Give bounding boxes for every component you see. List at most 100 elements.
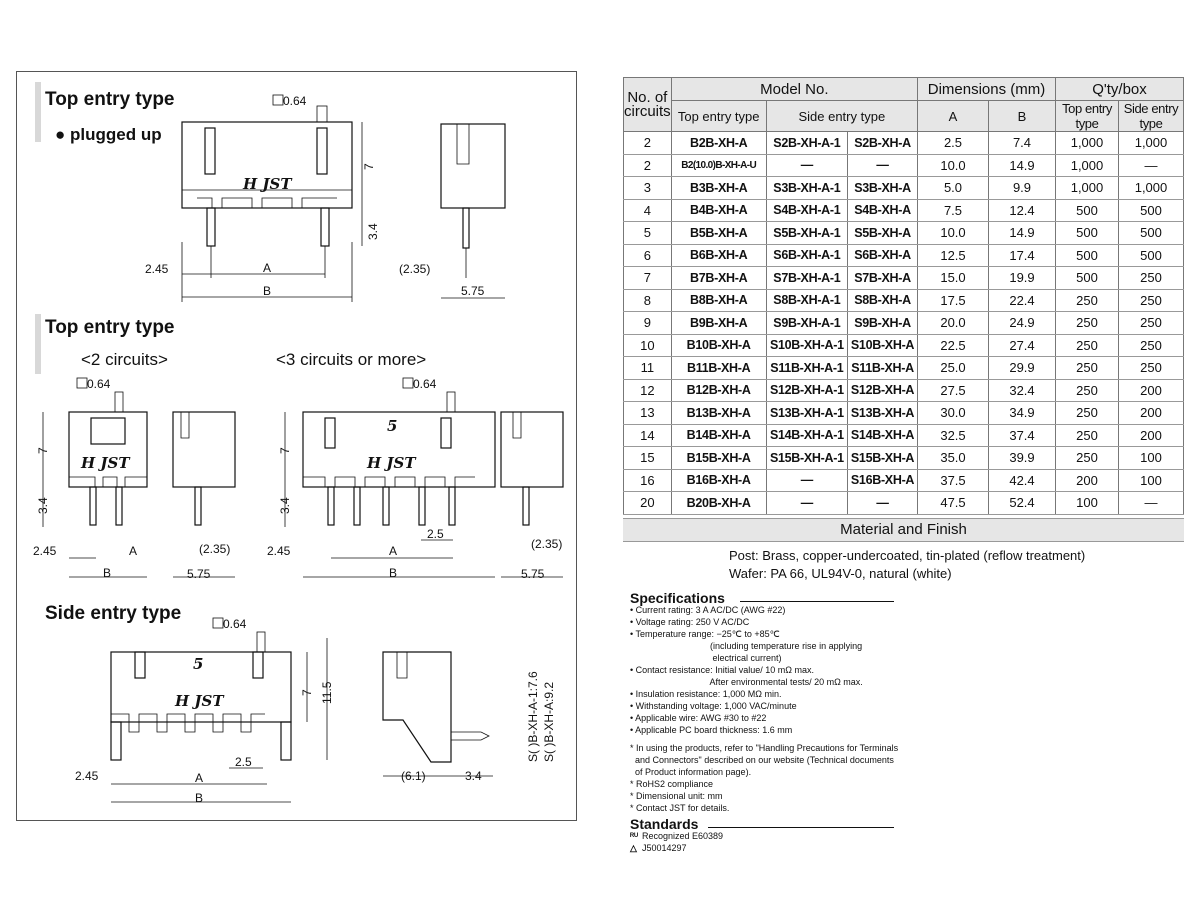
table-cell: S12B-XH-A-1	[765, 378, 849, 402]
table-cell: 12.4	[988, 198, 1056, 222]
table-cell: B5B-XH-A	[670, 221, 767, 245]
two-circuits-label: <2 circuits>	[81, 350, 168, 369]
table-cell: 250	[1055, 288, 1119, 312]
table-cell: 15	[623, 446, 672, 470]
col-qty-top: Top entry type	[1055, 100, 1119, 132]
table-cell: 32.5	[917, 423, 989, 447]
spec-line: * Dimensional unit: mm	[630, 791, 723, 801]
table-cell: S3B-XH-A-1	[765, 176, 849, 200]
table-cell: 4	[623, 198, 672, 222]
table-cell: 250	[1118, 288, 1184, 312]
table-cell: B11B-XH-A	[670, 356, 767, 380]
table-cell: B2(10.0)B-XH-A-U	[670, 153, 767, 177]
table-cell: 5	[623, 221, 672, 245]
table-cell: 1,000	[1118, 176, 1184, 200]
svg-text:11.5: 11.5	[320, 681, 334, 704]
table-cell: —	[765, 153, 849, 177]
top-entry-side-view: (2.35) 5.75	[399, 123, 506, 299]
spec-line: • Contact resistance: Initial value/ 10 …	[630, 665, 814, 675]
table-cell: 1,000	[1118, 131, 1184, 155]
material-wafer: Wafer: PA 66, UL94V-0, natural (white)	[729, 566, 952, 581]
table-cell: 200	[1118, 401, 1184, 425]
table-cell: 9.9	[988, 176, 1056, 200]
table-cell: 37.4	[988, 423, 1056, 447]
svg-text:2.5: 2.5	[427, 527, 444, 541]
table-cell: 500	[1055, 266, 1119, 290]
plugged-up-label: ● plugged up	[55, 125, 162, 144]
table-cell: 500	[1118, 198, 1184, 222]
table-cell: 250	[1055, 378, 1119, 402]
svg-text:2.45: 2.45	[33, 544, 57, 558]
table-cell: 1,000	[1055, 153, 1119, 177]
table-cell: 30.0	[917, 401, 989, 425]
table-cell: 27.5	[917, 378, 989, 402]
table-cell: 13	[623, 401, 672, 425]
svg-text:0.64: 0.64	[413, 377, 437, 391]
table-cell: 11	[623, 356, 672, 380]
svg-text:5.75: 5.75	[187, 567, 211, 581]
table-cell: 27.4	[988, 333, 1056, 357]
table-cell: 9	[623, 311, 672, 335]
svg-text:B: B	[103, 566, 111, 580]
svg-text:7: 7	[36, 447, 50, 454]
table-cell: S3B-XH-A	[847, 176, 918, 200]
svg-text:B: B	[195, 791, 203, 805]
multi-circuit-front-view: 0.64 5 H JST 7 3.4 2.5 2.45 A B	[267, 377, 496, 580]
table-cell: S10B-XH-A	[847, 333, 918, 357]
spec-line: of Product information page).	[630, 767, 752, 777]
svg-text:S( )B-XH-A-1:7.6: S( )B-XH-A-1:7.6	[526, 671, 540, 762]
table-cell: 500	[1055, 221, 1119, 245]
col-dimensions: Dimensions (mm)	[917, 77, 1056, 101]
table-cell: 2	[623, 153, 672, 177]
table-cell: 52.4	[988, 491, 1056, 515]
table-cell: 2	[623, 131, 672, 155]
table-cell: 250	[1055, 311, 1119, 335]
table-cell: 14.9	[988, 221, 1056, 245]
svg-text:B: B	[389, 566, 397, 580]
table-cell: 35.0	[917, 446, 989, 470]
two-circuit-side-view: (2.35) 5.75	[172, 411, 236, 581]
svg-text:0.64: 0.64	[87, 377, 111, 391]
spec-line: * Contact JST for details.	[630, 803, 730, 813]
table-cell: S8B-XH-A	[847, 288, 918, 312]
table-cell: 17.4	[988, 243, 1056, 267]
table-cell: 10.0	[917, 221, 989, 245]
table-cell: 200	[1118, 378, 1184, 402]
table-cell: 19.9	[988, 266, 1056, 290]
spec-line: electrical current)	[630, 653, 782, 663]
svg-text:(2.35): (2.35)	[199, 542, 230, 556]
spec-line: and Connectors" described on our website…	[630, 755, 894, 765]
table-cell: —	[1118, 491, 1184, 515]
table-cell: 29.9	[988, 356, 1056, 380]
table-cell: 200	[1055, 468, 1119, 492]
table-cell: 250	[1118, 356, 1184, 380]
table-cell: S7B-XH-A	[847, 266, 918, 290]
table-cell: S12B-XH-A	[847, 378, 918, 402]
col-qty-side: Side entry type	[1118, 100, 1184, 132]
table-cell: B7B-XH-A	[670, 266, 767, 290]
side-entry-front-view: 0.64 5 H JST 7 11.5 2.5 2.45 A B	[75, 617, 334, 805]
table-cell: B2B-XH-A	[670, 131, 767, 155]
table-cell: 10.0	[917, 153, 989, 177]
table-cell: 24.9	[988, 311, 1056, 335]
table-cell: S2B-XH-A	[847, 131, 918, 155]
table-cell: B20B-XH-A	[670, 491, 767, 515]
table-cell: 6	[623, 243, 672, 267]
spec-line: * In using the products, refer to "Handl…	[630, 743, 899, 753]
svg-text:(6.1): (6.1)	[401, 769, 426, 783]
svg-text:A: A	[129, 544, 137, 558]
table-cell: S5B-XH-A-1	[765, 221, 849, 245]
col-top-entry: Top entry type	[670, 100, 767, 132]
standards-title: Standards	[630, 817, 930, 831]
